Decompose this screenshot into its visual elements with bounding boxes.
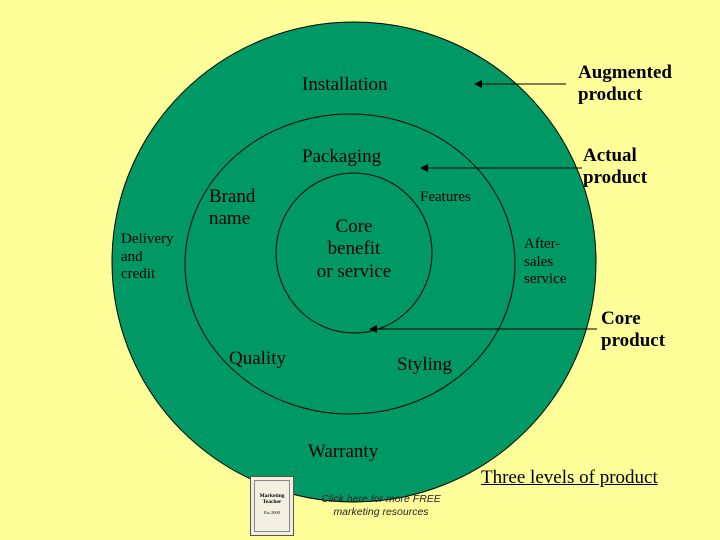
label-quality: Quality — [229, 348, 286, 369]
marketing-teacher-logo[interactable]: Marketing Teacher Est 2000 — [250, 476, 294, 536]
slide-title-link[interactable]: Three levels of product — [481, 467, 658, 488]
logo-est: Est 2000 — [264, 510, 280, 516]
label-delivery-credit: Delivery and credit — [121, 231, 174, 283]
label-after-sales: After- sales service — [524, 236, 567, 288]
logo-text: Marketing Teacher — [259, 493, 285, 506]
label-styling: Styling — [397, 354, 452, 375]
label-core-benefit: Core benefit or service — [316, 216, 392, 282]
ring-label-actual: Actual product — [583, 145, 648, 189]
ring-label-core: Core product — [601, 308, 666, 352]
label-features: Features — [420, 189, 471, 205]
core-ring — [275, 172, 433, 334]
label-warranty: Warranty — [308, 441, 379, 462]
label-packaging: Packaging — [302, 146, 382, 167]
label-installation: Installation — [302, 74, 388, 95]
ring-label-augmented: Augmented product — [578, 62, 672, 106]
promo-link[interactable]: Click here for more FREE marketing resou… — [321, 493, 441, 518]
label-brand-name: Brand name — [209, 186, 256, 230]
